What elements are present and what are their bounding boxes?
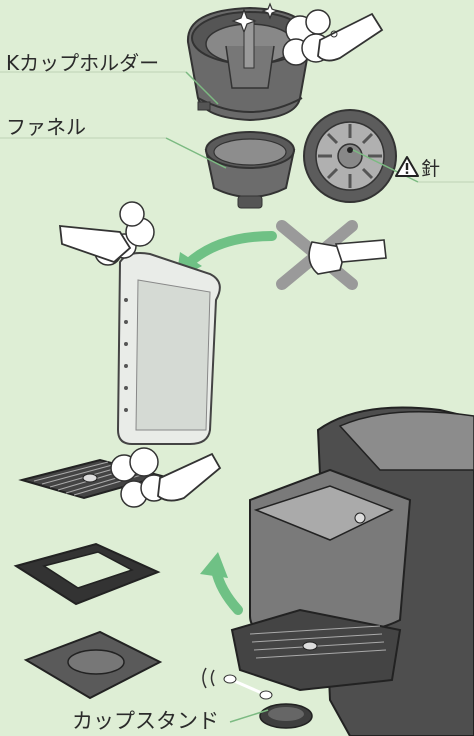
cup-stand-label: カップスタンド [72, 711, 219, 732]
warning-icon [395, 155, 419, 177]
k-cup-holder-label: Kカップホルダー [6, 53, 159, 73]
holder-bottom-needle-view [304, 110, 396, 202]
coffee-machine [232, 408, 474, 736]
cup-stand [260, 704, 312, 728]
drip-tray-frame [16, 544, 158, 604]
needle-label: 針 [421, 160, 440, 179]
water-reservoir [118, 253, 220, 444]
funnel-label: ファネル [6, 117, 86, 137]
hand-wiping-cloth [309, 240, 386, 274]
arrow-head-2 [200, 552, 228, 578]
hand-grate [158, 454, 220, 501]
arrow-right-to-left [190, 236, 272, 262]
drip-tray-base [26, 632, 160, 698]
hand-reservoir [60, 226, 130, 262]
funnel [206, 132, 294, 208]
